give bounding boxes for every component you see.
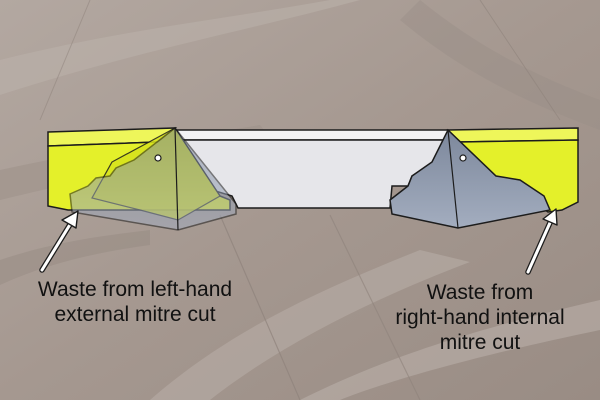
arrow-pointer-icon (39, 210, 79, 273)
caption-left-line-2: external mitre cut (54, 303, 216, 326)
hole-dot-icon (459, 154, 467, 162)
caption-right-waste: Waste from right-hand internal mitre cut (366, 280, 594, 355)
left-mitre-profile (69, 126, 237, 231)
right-mitre-profile (389, 128, 552, 229)
caption-left-line-1: Waste from left-hand (37, 278, 233, 301)
caption-right-line-1: Waste from (426, 281, 534, 304)
caption-right-line-3: mitre cut (439, 331, 521, 354)
caption-right-line-2: right-hand internal (395, 306, 565, 329)
caption-left-waste: Waste from left-hand external mitre cut (22, 277, 248, 327)
hole-dot-icon (154, 154, 162, 162)
arrow-pointer-icon (525, 208, 558, 275)
right-waste-piece (446, 127, 579, 213)
moulding-length (168, 129, 459, 209)
